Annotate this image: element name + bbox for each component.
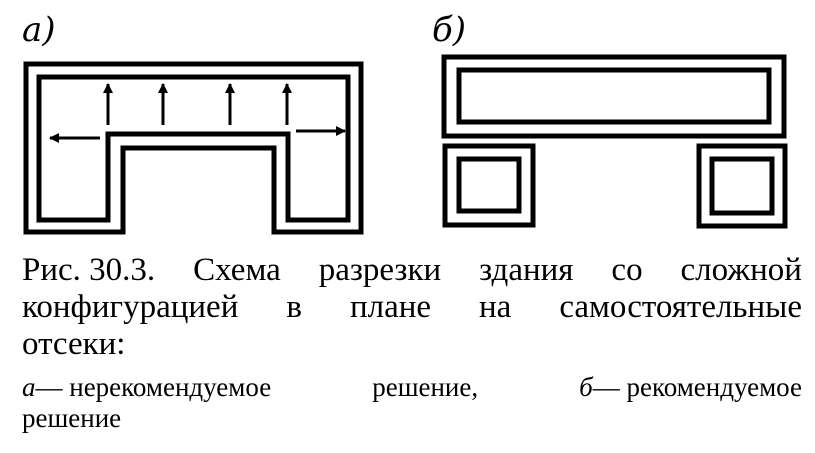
panel-a-inner-wall: [36, 74, 351, 223]
left-block-inner-wall: [456, 156, 522, 214]
panel-a-building-plan: [23, 61, 364, 235]
legend-b-tail: решение: [22, 403, 122, 433]
caption-word: Рис. 30.3.: [22, 252, 156, 288]
caption-word: конфигурацией: [22, 289, 239, 325]
caption-word: отсеки:: [22, 326, 126, 362]
legend-a-marker: а: [22, 372, 36, 402]
caption-word: здания: [479, 252, 574, 288]
caption-word: на: [479, 289, 512, 325]
panel-b-long-block: [441, 54, 787, 139]
caption-line-3: отсеки:: [22, 326, 802, 363]
legend-a-tail: решение,: [372, 372, 479, 402]
caption-word: самостоятельные: [559, 289, 802, 325]
figure-caption: Рис. 30.3. Схема разрезки здания со слож…: [22, 252, 802, 434]
caption-word: сложной: [680, 252, 802, 288]
panel-b-left-block: [442, 143, 536, 228]
panel-a-arrows: [49, 83, 346, 143]
caption-word: разрезки: [318, 252, 442, 288]
legend-line-1: а— нерекомендуемое решение, б— рекоменду…: [22, 372, 802, 403]
legend-item-b: б— рекомендуемое: [579, 372, 802, 403]
right-block-inner-wall: [709, 156, 775, 216]
panel-b-right-block: [696, 143, 788, 229]
panel-a-label: а): [22, 10, 56, 50]
legend-b-text: — рекомендуемое: [592, 372, 802, 402]
long-block-inner-wall: [456, 67, 772, 125]
long-block-outer-wall: [441, 54, 787, 139]
legend-a-text: — нерекомендуемое: [35, 372, 272, 402]
caption-word: в: [286, 289, 302, 325]
legend-item-a: а— нерекомендуемое: [22, 372, 271, 403]
caption-line-1: Рис. 30.3. Схема разрезки здания со слож…: [22, 252, 802, 289]
panel-b-building-plan: [441, 54, 788, 229]
caption-line-2: конфигурацией в плане на самостоятельные: [22, 289, 802, 326]
caption-word: плане: [349, 289, 432, 325]
legend-b-marker: б: [579, 372, 593, 402]
caption-word: Схема: [193, 252, 281, 288]
left-block-outer-wall: [442, 143, 536, 228]
caption-word: со: [611, 252, 643, 288]
right-block-outer-wall: [696, 143, 788, 229]
panel-a-outer-wall: [23, 61, 364, 235]
legend-line-2: решение: [22, 403, 802, 434]
panel-b-label: б): [432, 10, 467, 50]
